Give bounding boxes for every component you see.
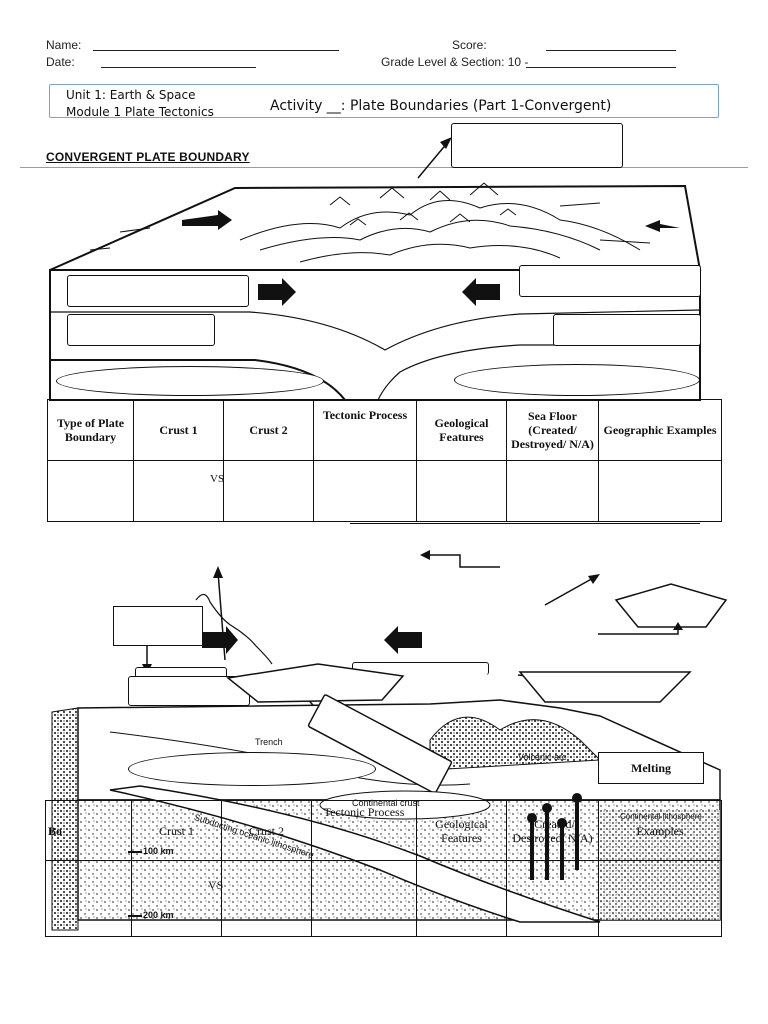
name-label: Name: [46, 38, 82, 52]
vs-text-2: VS [208, 878, 224, 892]
cell2-geological-features[interactable] [416, 860, 507, 937]
cell2-crust-2[interactable] [221, 860, 312, 937]
left-crust-label-box[interactable] [67, 275, 249, 307]
date-label: Date: [46, 55, 75, 69]
cell2-tectonic-process[interactable] [311, 860, 417, 937]
trench-label-box-top[interactable] [135, 667, 227, 678]
boundary-table-1: Type of Plate Boundary Crust 1 Crust 2 T… [47, 399, 722, 522]
section-divider [20, 167, 748, 168]
header-crust-2: Crust 2 [223, 399, 314, 461]
grade-field[interactable] [526, 67, 676, 68]
right-mantle-oval[interactable] [454, 364, 700, 396]
diagram-2-arrows [142, 550, 728, 714]
mountain-label-box[interactable] [451, 123, 623, 168]
name-field[interactable] [93, 50, 339, 51]
left-lithosphere-label-box[interactable] [67, 314, 215, 346]
header2-crust-1: Crust 1 [131, 800, 222, 861]
cell-crust-2[interactable] [223, 460, 314, 522]
cell-crust-1[interactable] [133, 460, 224, 522]
cell-geographic-examples[interactable] [598, 460, 722, 522]
cell2-sea-floor[interactable] [506, 860, 599, 937]
activity-title: Activity __: Plate Boundaries (Part 1-Co… [270, 98, 612, 114]
oceanic-crust-oval[interactable] [128, 752, 376, 786]
boundary-table-2: Bo Crust 1 Crust 2 Tectonic Process Geol… [45, 800, 722, 937]
header2-tectonic-process: Tectonic Process [311, 800, 417, 861]
grade-label: Grade Level & Section: 10 - [381, 55, 529, 69]
header2-geological-features: Geological Features [416, 800, 507, 861]
header2-sea-floor: (Created/ Destroyed/ N/A) [506, 800, 599, 861]
melting-label-box: Melting [598, 752, 704, 784]
right-lithosphere-label-box[interactable] [553, 314, 701, 346]
unit-line-1: Unit 1: Earth & Space [66, 88, 196, 102]
header-geographic-examples: Geographic Examples [598, 399, 722, 461]
unit-line-2: Module 1 Plate Tectonics [66, 105, 214, 119]
score-field[interactable] [546, 50, 676, 51]
cell2-geographic-examples[interactable] [598, 860, 722, 937]
upper-left-label-box[interactable] [113, 606, 203, 646]
left-mantle-oval[interactable] [56, 366, 324, 396]
trench-label: Trench [255, 737, 283, 747]
cell-geological-features[interactable] [416, 460, 507, 522]
header-type: Type of Plate Boundary [47, 399, 134, 461]
header2-crust-2: Crust 2 [221, 800, 312, 861]
cell2-type[interactable] [45, 860, 132, 937]
melting-label: Melting [631, 760, 671, 775]
date-field[interactable] [101, 67, 256, 68]
right-crust-label-box[interactable] [519, 265, 701, 297]
header-tectonic-process: Tectonic Process [313, 399, 417, 461]
header-geological-features: Geological Features [416, 399, 507, 461]
table-1-underline [350, 523, 700, 524]
section-title: CONVERGENT PLATE BOUNDARY [46, 150, 250, 164]
cell2-crust-1[interactable] [131, 860, 222, 937]
header2-geographic-examples: Examples [598, 800, 722, 861]
score-label: Score: [452, 38, 487, 52]
vs-text-1: VS [210, 473, 225, 485]
header-crust-1: Crust 1 [133, 399, 224, 461]
header2-type: Bo [45, 800, 132, 861]
header2-type-text: Bo [48, 823, 63, 838]
cell-tectonic-process[interactable] [313, 460, 417, 522]
unit-box: Unit 1: Earth & Space Module 1 Plate Tec… [49, 84, 719, 119]
volcanic-arc-label: Volcanic arc [518, 752, 567, 762]
trench-label-box[interactable] [128, 676, 250, 706]
